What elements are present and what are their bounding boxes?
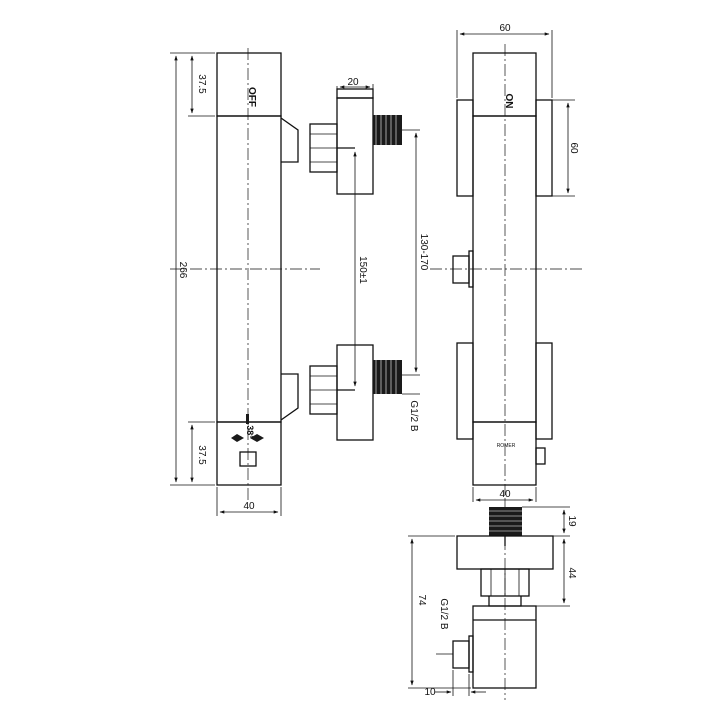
front-view: OFF 38° <box>170 48 429 516</box>
off-label: OFF <box>246 87 257 107</box>
inlet-detail-view: 19 44 74 G1/2 B 10 <box>408 498 577 700</box>
upper-flange <box>336 88 374 99</box>
temp-38-label: 38° <box>245 425 255 439</box>
side-top-collar-right <box>535 99 553 197</box>
upper-inlet-shoulder <box>280 117 299 163</box>
thread-spec-front: G1/2 B <box>408 400 419 431</box>
temp-marker <box>246 414 249 424</box>
thread-spec-detail: G1/2 B <box>438 598 449 629</box>
dim-266: 266 <box>177 262 188 279</box>
side-bottom-collar-right <box>535 342 553 440</box>
dim-40-side: 40 <box>499 489 511 500</box>
dim-37-5-bottom: 37.5 <box>196 445 207 465</box>
side-top-collar-left <box>456 99 474 197</box>
side-outlet <box>452 255 470 284</box>
side-bottom-stub <box>535 447 546 465</box>
side-bottom-handle <box>472 421 537 486</box>
lower-inlet-shoulder <box>280 373 299 421</box>
detail-body <box>472 605 537 689</box>
side-bottom-collar-left <box>456 342 474 440</box>
side-view: ON ROMER 60 60 40 <box>430 23 585 502</box>
dim-10: 10 <box>424 687 436 698</box>
detail-outlet-collar <box>468 635 474 673</box>
brand-mark: ROMER <box>497 443 516 449</box>
dim-60-top: 60 <box>499 23 511 34</box>
dim-44: 44 <box>566 567 577 579</box>
dim-150: 150±1 <box>357 256 368 284</box>
dim-37-5-top: 37.5 <box>196 74 207 94</box>
upper-thread <box>373 115 402 145</box>
dim-20: 20 <box>347 77 359 88</box>
on-label: ON <box>503 94 514 109</box>
temperature-handle-square <box>239 451 257 467</box>
left-arrow-icon <box>231 434 244 442</box>
side-top-handle <box>472 52 537 117</box>
side-outlet-collar <box>468 250 474 288</box>
dim-60-handle: 60 <box>568 142 579 154</box>
detail-outlet <box>452 640 470 669</box>
dim-19: 19 <box>566 515 577 527</box>
right-arrow-icon <box>250 434 264 442</box>
detail-thread <box>489 507 522 536</box>
dim-130-170: 130-170 <box>418 234 429 271</box>
dim-40-front: 40 <box>243 501 255 512</box>
dim-74: 74 <box>416 594 427 606</box>
lower-thread <box>373 360 402 394</box>
flow-handle <box>216 52 282 117</box>
